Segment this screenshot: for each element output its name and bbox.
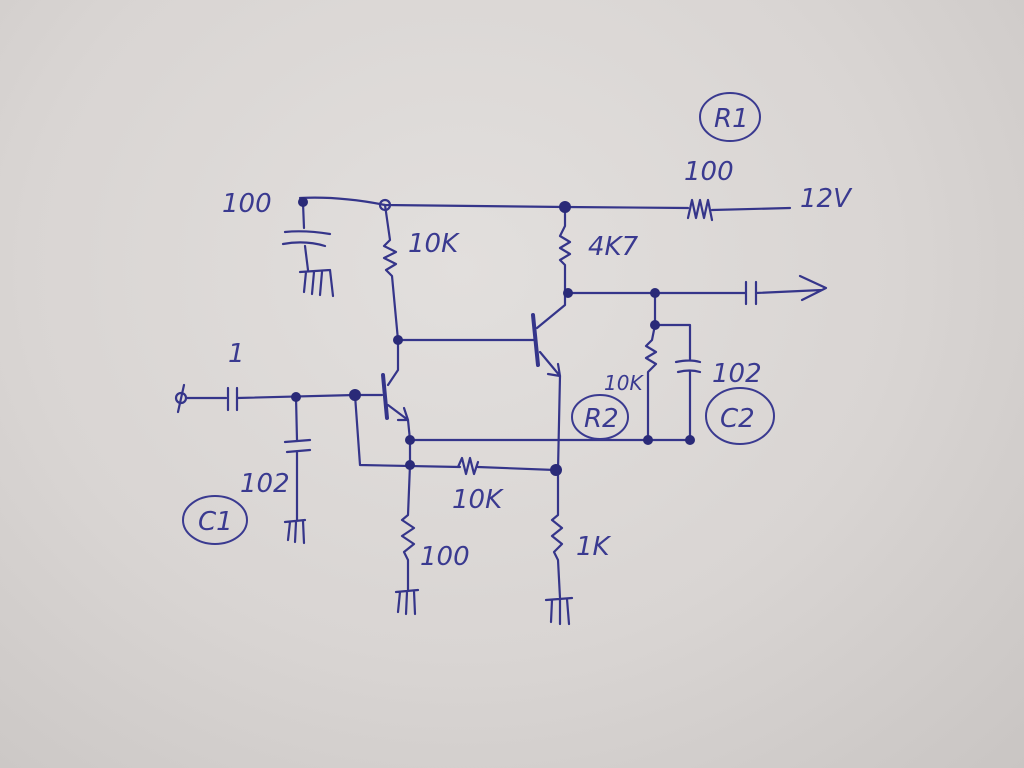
decoupling-capacitor <box>281 201 335 298</box>
r2-value: 10K <box>604 371 644 395</box>
c2-tag: C2 <box>720 404 755 434</box>
r1-tag: R1 <box>714 104 749 134</box>
r1-value: 100 <box>684 157 734 187</box>
output-stage <box>566 274 828 306</box>
c2-tag-ring <box>705 387 775 445</box>
c1-value: 102 <box>240 469 290 499</box>
c2-value: 102 <box>712 359 762 389</box>
junction-dots <box>291 197 695 476</box>
q1-emitter-resistor-label: 100 <box>420 542 470 572</box>
bias-resistor <box>382 203 400 342</box>
collector-resistor-label: 4K7 <box>588 232 639 262</box>
input-cap-label: 1 <box>228 339 245 369</box>
q2-emitter-resistor-label: 1K <box>576 532 612 562</box>
r2-tag-ring <box>571 394 629 440</box>
feedback-resistor-label: 10K <box>452 485 504 515</box>
r2-c2-network <box>408 291 702 442</box>
transistor-q2 <box>396 205 572 472</box>
r2-tag: R2 <box>584 404 619 434</box>
r1-tag-ring <box>699 92 761 142</box>
c1-tag-ring <box>182 495 248 545</box>
bias-resistor-label: 10K <box>408 229 460 259</box>
q2-emitter-resistor <box>544 468 574 626</box>
input-stage <box>174 383 357 545</box>
c1-tag: C1 <box>198 507 233 537</box>
transistor-q1 <box>353 338 557 616</box>
decoupling-cap-label: 100 <box>222 189 272 219</box>
supply-rail <box>298 196 792 222</box>
supply-voltage-label: 12V <box>800 184 853 214</box>
